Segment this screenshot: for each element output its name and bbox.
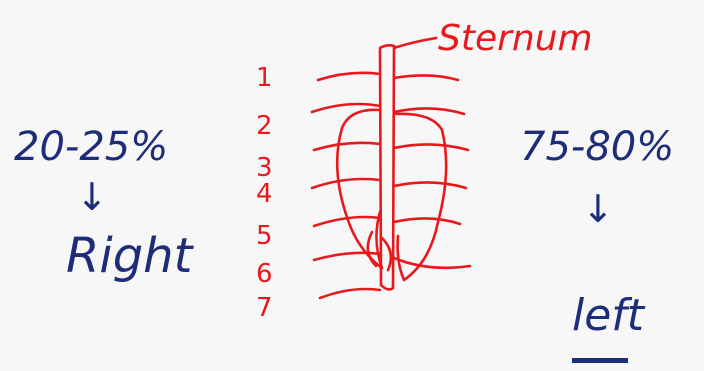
right-arrow: ↓: [76, 175, 108, 219]
rib-number-6: 6: [256, 259, 273, 289]
rib-number-4: 4: [256, 179, 273, 209]
rib-number-3: 3: [256, 153, 273, 183]
left-arrow: ↓: [582, 187, 614, 231]
sternum-label: Sternum: [438, 18, 593, 59]
rib-left-7: [318, 287, 382, 300]
right-label: Right: [66, 228, 195, 284]
rib-right-1: [392, 74, 460, 82]
sternum-pointer: [392, 36, 438, 50]
rib-right-5: [392, 217, 462, 226]
rib-left-1: [316, 71, 382, 82]
rib-number-7: 7: [256, 293, 273, 323]
rib-right-6: [392, 256, 472, 270]
rib-number-2: 2: [256, 111, 273, 141]
heart-curve: [366, 230, 393, 272]
right-lung-outline: [335, 108, 384, 270]
rib-left-6: [312, 251, 382, 262]
rib-left-3: [312, 141, 382, 152]
sternum: [378, 44, 396, 291]
left-label-underline: [572, 358, 628, 363]
left-label: left: [572, 290, 646, 341]
rib-cage-drawing: [310, 36, 472, 300]
rib-right-4: [392, 181, 468, 190]
rib-right-3: [392, 143, 470, 152]
left-lung-outline: [392, 112, 448, 282]
rib-numbers: 1 2 3 4 5 6 7: [256, 63, 273, 323]
rib-number-5: 5: [256, 221, 273, 251]
rib-left-4: [310, 177, 382, 190]
right-percent: 20-25%: [14, 124, 168, 170]
rib-right-2: [392, 107, 466, 116]
rib-number-1: 1: [256, 63, 273, 93]
left-percent: 75-80%: [520, 124, 674, 170]
rib-left-2: [310, 102, 382, 114]
